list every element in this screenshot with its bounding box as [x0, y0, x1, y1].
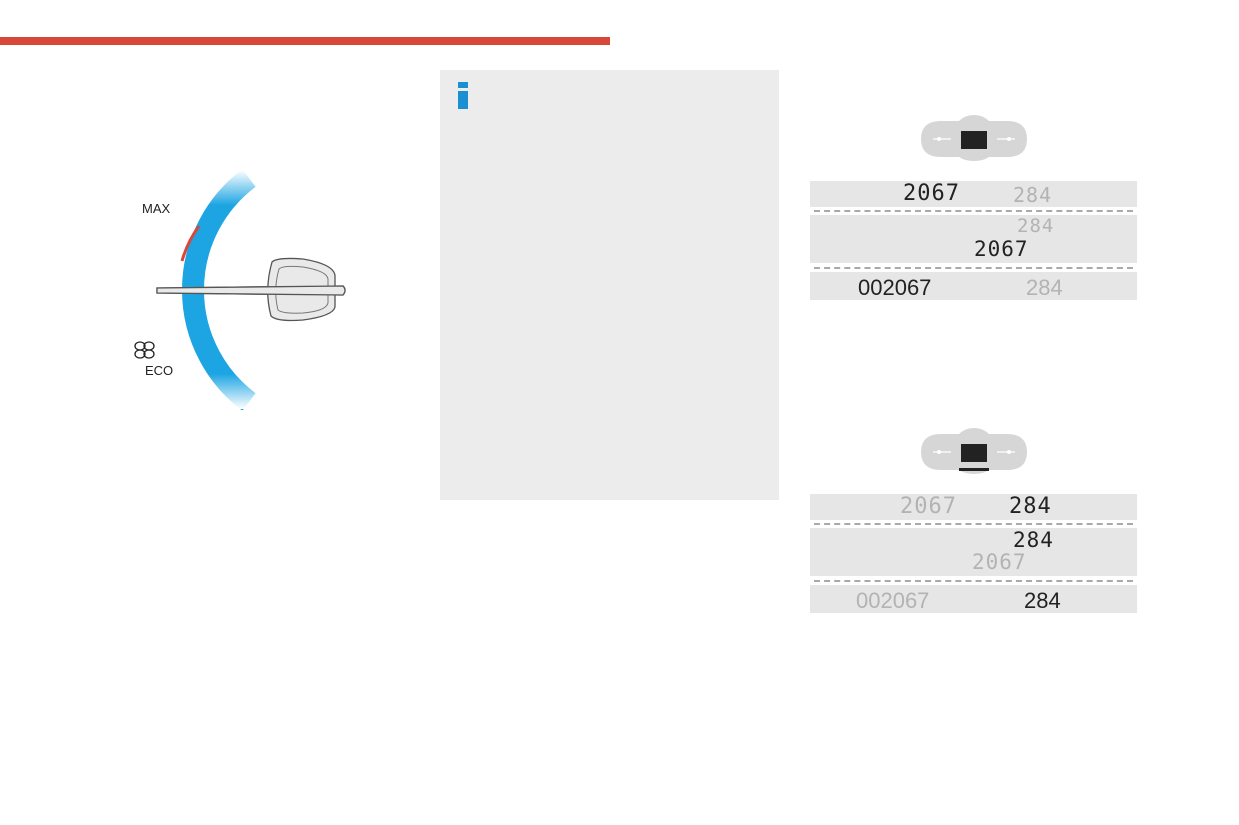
instrument-cluster-icon: [921, 115, 1027, 161]
gauge-tick: [283, 255, 288, 258]
gauge-tick: [283, 322, 288, 325]
lcd-row-top: 2067 284: [810, 494, 1137, 520]
gauge-tick: [302, 356, 307, 361]
trip-distance-segment: 284: [1017, 215, 1055, 237]
lcd-row-bottom: 002067 284: [810, 272, 1137, 300]
gauge-tick: [306, 215, 310, 219]
total-distance-segment: 2067: [900, 494, 957, 519]
divider: [814, 523, 1133, 525]
lcd-row-bottom: 002067 284: [810, 585, 1137, 613]
total-distance-value: 002067: [858, 275, 932, 300]
gauge-tick: [298, 352, 303, 356]
trip-distance-segment: 284: [1009, 494, 1052, 519]
gauge-tick: [298, 224, 303, 228]
gauge-tick: [285, 327, 290, 331]
gauge-tick: [289, 338, 294, 341]
gauge-needle-icon: [156, 257, 346, 322]
trip-distance-value: 284: [1026, 275, 1063, 300]
gauge-red-zone: [180, 225, 201, 262]
trip-distance-value: 284: [1024, 588, 1061, 613]
odometer-display-total: 2067 284 284 2067 002067 284: [810, 181, 1137, 301]
trip-distance-segment: 284: [1013, 528, 1054, 552]
info-panel: [440, 70, 779, 500]
lcd-row-top: 2067 284: [810, 181, 1137, 207]
gauge-tick: [295, 229, 300, 233]
gauge-tick: [289, 239, 294, 242]
gauge-tick: [292, 343, 297, 346]
gauge-tick: [285, 249, 290, 253]
trip-distance-segment: 284: [1013, 183, 1053, 207]
gauge-tick: [287, 244, 292, 247]
gauge-tick: [295, 347, 300, 351]
leaf-eco-icon: [134, 341, 155, 359]
lcd-row-middle: 284 2067: [810, 528, 1137, 576]
lcd-row-middle: 284 2067: [810, 215, 1137, 263]
gauge-eco-label: ECO: [145, 363, 173, 378]
total-distance-segment: 2067: [972, 550, 1027, 574]
divider: [814, 580, 1133, 582]
divider: [814, 210, 1133, 212]
instrument-cluster-icon: [921, 428, 1027, 474]
total-distance-value: 002067: [856, 588, 930, 613]
gauge-max-label: MAX: [142, 201, 171, 216]
divider: [814, 267, 1133, 269]
info-icon: [457, 82, 469, 109]
section-accent-bar: [0, 37, 610, 45]
total-distance-segment: 2067: [903, 181, 960, 206]
power-gauge: MAX ECO: [134, 170, 346, 410]
gauge-tick: [292, 234, 297, 237]
gauge-tick: [287, 333, 292, 336]
gauge-tick: [302, 219, 307, 224]
odometer-display-trip: 2067 284 284 2067 002067 284: [810, 494, 1137, 614]
gauge-tick: [306, 361, 310, 365]
total-distance-segment: 2067: [974, 237, 1029, 261]
